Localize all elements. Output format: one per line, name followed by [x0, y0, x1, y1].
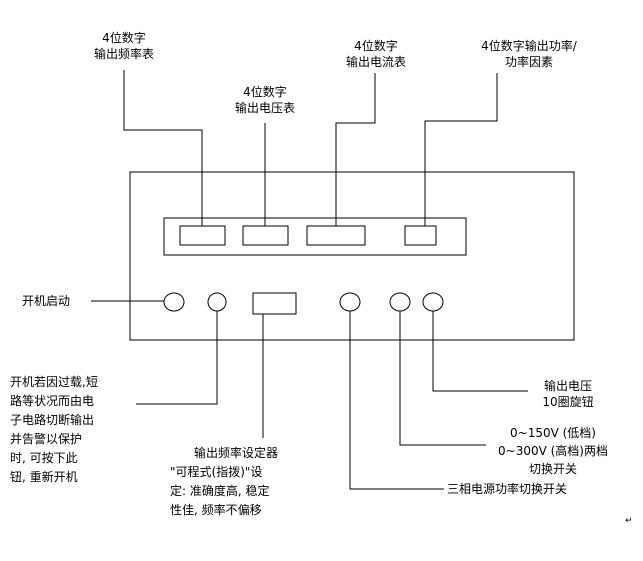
protection-line3: 子电路切断输出 — [10, 413, 95, 427]
power-display-label: 4位数字输出功率/ 功率因素 — [460, 38, 598, 70]
curr-display-line1: 4位数字 — [354, 39, 398, 53]
freq-display-line1: 4位数字 — [102, 31, 146, 45]
return-mark: ↵ — [625, 516, 633, 526]
power-on-button — [163, 292, 185, 312]
freq-setter-line1: 输出频率设定器 — [194, 446, 279, 460]
protection-line2: 路等状况而由电 — [10, 394, 95, 408]
protection-line1: 开机若因过载,短 — [10, 375, 98, 389]
freq-meter — [179, 225, 226, 246]
display-window — [163, 217, 467, 256]
protection-line5: 时, 可按下此 — [10, 451, 78, 465]
power-meter — [404, 225, 437, 246]
range-switch-line3: 切换开关 — [528, 462, 577, 476]
range-switch-line1: 0~150V (低档) — [510, 426, 596, 440]
freq-setter — [252, 292, 297, 315]
volt-knob-line2: 10圈旋钮 — [542, 395, 594, 409]
three-phase-switch — [339, 292, 361, 312]
volt-display-label: 4位数字 输出电压表 — [225, 84, 305, 116]
power-display-line2: 功率因素 — [504, 55, 553, 69]
volt-knob-label: 输出电压 10圈旋钮 — [528, 378, 608, 410]
freq-leader — [123, 70, 203, 226]
protection-line6: 钮, 重新开机 — [10, 470, 78, 484]
three-phase-leader — [349, 311, 444, 490]
volt-meter — [242, 225, 289, 246]
volt-knob-line1: 输出电压 — [543, 379, 592, 393]
freq-setter-line3: 定: 准确度高, 稳定 — [170, 484, 270, 498]
power-leader — [424, 73, 498, 226]
curr-meter — [306, 225, 366, 246]
freq-setter-line4: 性佳, 频率不偏移 — [170, 503, 262, 517]
freq-display-label: 4位数字 输出频率表 — [84, 30, 164, 62]
three-phase-label: 三相电源功率切换开关 — [447, 482, 568, 496]
freq-setter-label: 输出频率设定器 "可程式(指拨)"设 定: 准确度高, 稳定 性佳, 频率不偏移 — [170, 444, 278, 520]
power-on-label: 开机启动 — [22, 294, 71, 308]
freq-display-line2: 输出频率表 — [93, 47, 154, 61]
reset-button — [207, 292, 227, 312]
volt-knob — [422, 292, 444, 312]
range-switch-label: 0~150V (低档) 0~300V (高档)两档 切换开关 — [478, 424, 628, 478]
freq-setter-line2: "可程式(指拨)"设 — [170, 465, 263, 479]
protection-line4: 并告警以保护 — [10, 432, 83, 446]
curr-leader — [335, 73, 376, 226]
knob-leader — [432, 311, 528, 392]
volt-display-line2: 输出电压表 — [234, 101, 295, 115]
reset-leader — [136, 311, 218, 405]
volt-display-line1: 4位数字 — [243, 85, 287, 99]
protection-label: 开机若因过载,短 路等状况而由电 子电路切断输出 并告警以保护 时, 可按下此 … — [10, 373, 98, 487]
range-switch — [389, 292, 411, 312]
range-leader — [399, 311, 486, 446]
curr-display-label: 4位数字 输出电流表 — [334, 38, 418, 70]
range-switch-line2: 0~300V (高档)两档 — [498, 444, 608, 458]
front-panel — [129, 171, 575, 341]
curr-display-line2: 输出电流表 — [345, 55, 406, 69]
power-display-line1: 4位数字输出功率/ — [481, 39, 577, 53]
